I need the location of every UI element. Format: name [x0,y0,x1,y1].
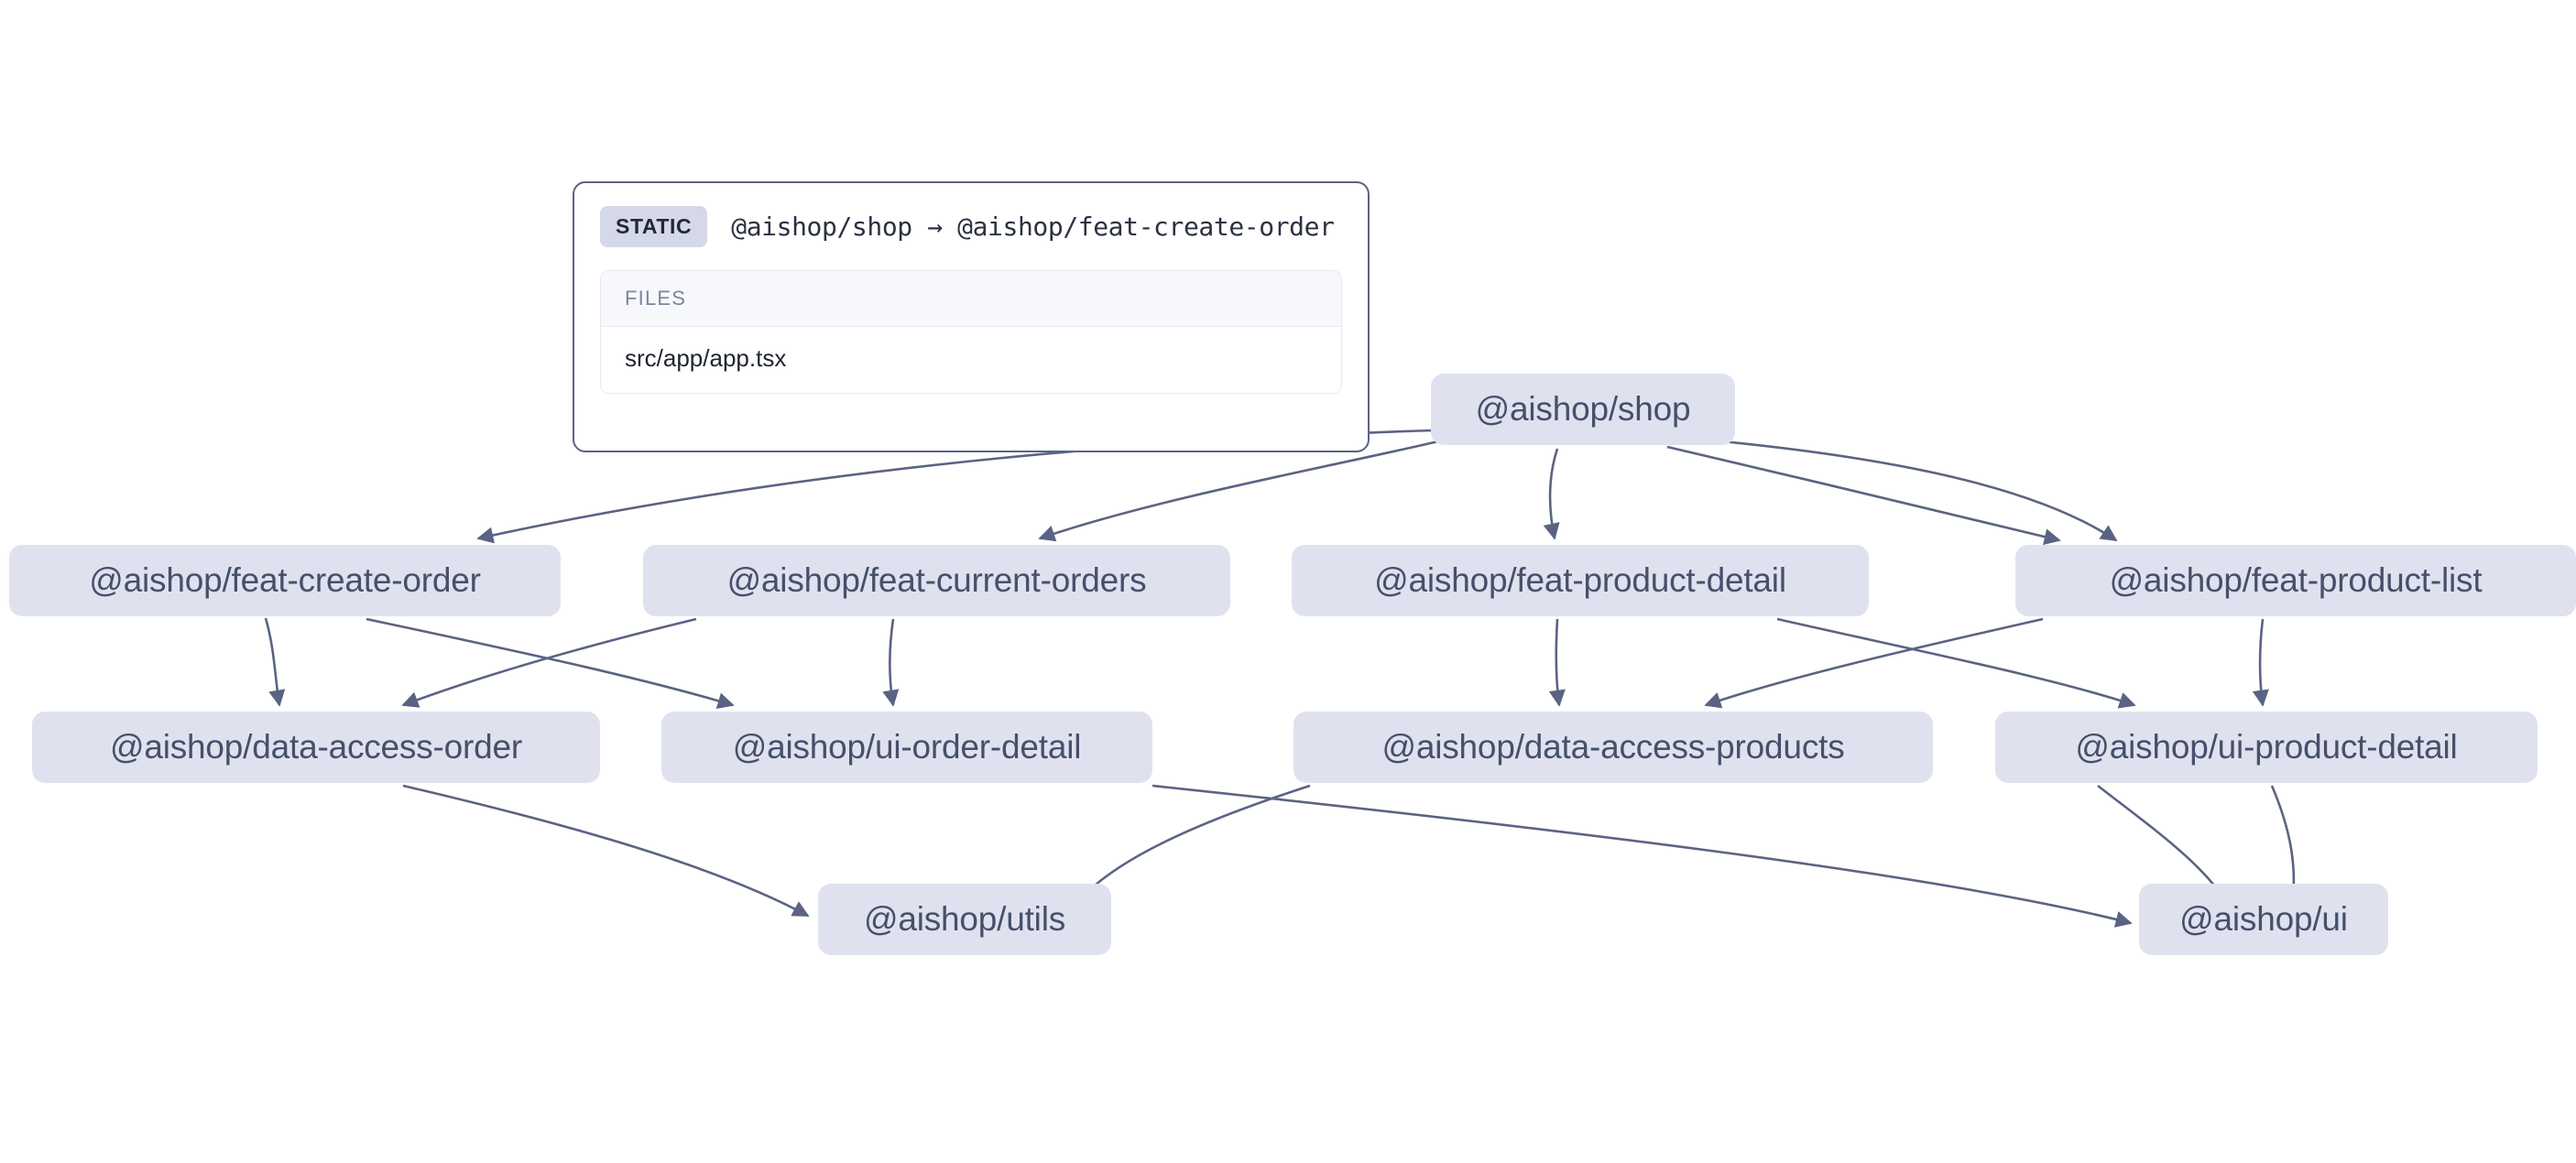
graph-node-label: @aishop/data-access-products [1381,728,1845,766]
graph-node-shop[interactable]: @aishop/shop [1431,374,1735,445]
graph-node-ui-product-detail[interactable]: @aishop/ui-product-detail [1995,712,2538,783]
graph-node-label: @aishop/utils [863,900,1066,938]
graph-node-feat-current-orders[interactable]: @aishop/feat-current-orders [643,545,1230,616]
graph-node-label: @aishop/data-access-order [109,728,523,766]
graph-node-label: @aishop/feat-current-orders [726,561,1147,599]
edge-shop-feat-product-list [1666,445,2061,546]
dependency-detail-card[interactable]: STATIC @aishop/shop → @aishop/feat-creat… [573,181,1370,452]
edge-shop-feat-product-list-2 [1721,440,2118,542]
static-badge: STATIC [600,206,708,247]
graph-node-label: @aishop/ui-product-detail [2075,728,2458,766]
edge-data-access-order-utils [402,784,810,918]
card-header: STATIC @aishop/shop → @aishop/feat-creat… [574,183,1368,247]
graph-node-data-access-products[interactable]: @aishop/data-access-products [1293,712,1933,783]
edge-shop-feat-product-detail [1543,448,1560,540]
edge-feat-current-orders-ui-order-detail [882,618,900,707]
edge-feat-product-list-ui-product-detail [2252,618,2269,707]
graph-node-feat-product-detail[interactable]: @aishop/feat-product-detail [1292,545,1869,616]
graph-node-label: @aishop/feat-create-order [89,561,481,599]
graph-node-feat-product-list[interactable]: @aishop/feat-product-list [2015,545,2576,616]
graph-node-ui[interactable]: @aishop/ui [2139,884,2388,955]
edge-feat-product-detail-data-access-products [1548,618,1566,707]
edge-feat-current-orders-data-access-order [401,617,697,708]
edge-shop-feat-current-orders [1038,440,1439,542]
edge-feat-create-order-ui-order-detail [366,617,735,710]
file-row[interactable]: src/app/app.tsx [601,327,1341,393]
edge-feat-product-detail-ui-product-detail [1776,617,2136,709]
graph-node-label: @aishop/feat-product-list [2109,561,2483,599]
files-column-header: FILES [601,271,1341,327]
edge-feat-product-list-data-access-products [1704,617,2044,709]
edge-ui-order-detail-ui [1152,784,2133,928]
edge-title: @aishop/shop → @aishop/feat-create-order [731,212,1335,242]
graph-node-label: @aishop/ui-order-detail [732,728,1082,766]
edge-feat-create-order-data-access-order [264,617,286,707]
files-table: FILES src/app/app.tsx [600,270,1342,394]
graph-node-feat-create-order[interactable]: @aishop/feat-create-order [9,545,561,616]
graph-node-label: @aishop/ui [2179,900,2348,938]
graph-node-label: @aishop/feat-product-detail [1374,561,1786,599]
graph-node-label: @aishop/shop [1475,390,1691,428]
graph-node-utils[interactable]: @aishop/utils [818,884,1111,955]
graph-node-ui-order-detail[interactable]: @aishop/ui-order-detail [661,712,1152,783]
graph-node-data-access-order[interactable]: @aishop/data-access-order [32,712,600,783]
